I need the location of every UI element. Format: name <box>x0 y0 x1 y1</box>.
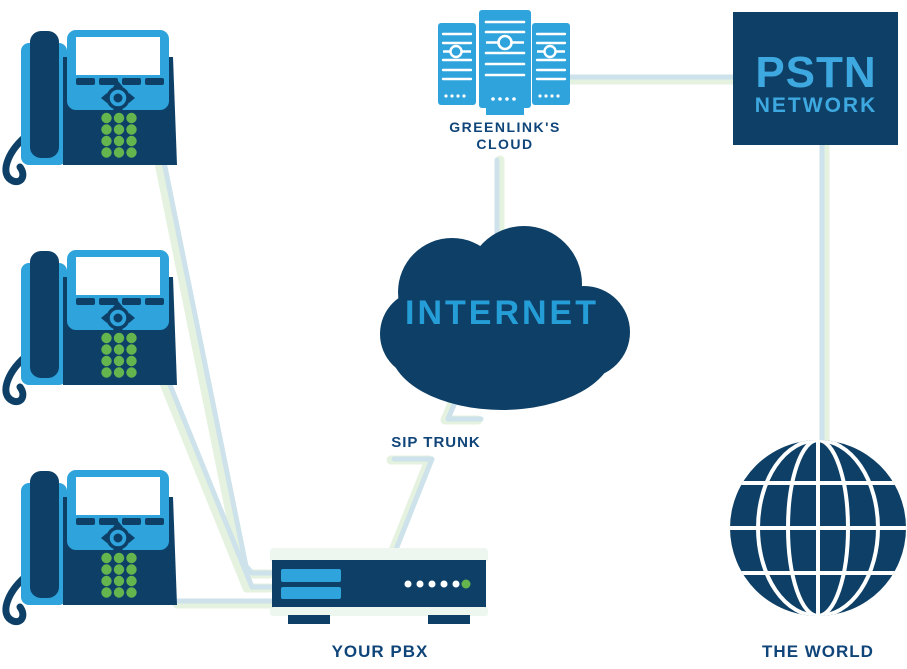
internet-label: INTERNET <box>405 294 599 332</box>
link-phone3-pbx <box>172 598 278 609</box>
link-siptrunk-pbx <box>386 455 435 558</box>
ip-phone-1 <box>6 30 177 182</box>
server-cluster-icon <box>438 10 570 115</box>
link-pstn-world <box>819 140 830 483</box>
internet-cloud-icon <box>380 226 630 410</box>
link-servers-internet <box>494 155 505 240</box>
pbx-label: YOUR PBX <box>332 642 429 661</box>
ip-phone-2 <box>6 250 177 402</box>
pstn-network-box: PSTN NETWORK <box>733 12 898 145</box>
pstn-subtitle: NETWORK <box>755 94 878 117</box>
world-globe-icon <box>730 440 906 616</box>
provider-cloud-label-line2: CLOUD <box>476 136 533 152</box>
ip-phone-3 <box>6 470 177 622</box>
world-label: THE WORLD <box>762 642 874 661</box>
pbx-drive-bar-2 <box>281 587 341 599</box>
link-servers-pstn <box>561 74 738 85</box>
link-phone2-pbx <box>156 371 276 593</box>
pbx-drive-bar-1 <box>281 569 341 582</box>
pbx-power-led <box>461 579 471 589</box>
pbx-status-leds <box>404 580 460 588</box>
pstn-title: PSTN <box>755 48 876 97</box>
pbx-appliance-icon <box>270 548 488 624</box>
sip-trunk-label: SIP TRUNK <box>391 434 481 451</box>
provider-cloud-label-line1: GREENLINK'S <box>449 119 561 135</box>
